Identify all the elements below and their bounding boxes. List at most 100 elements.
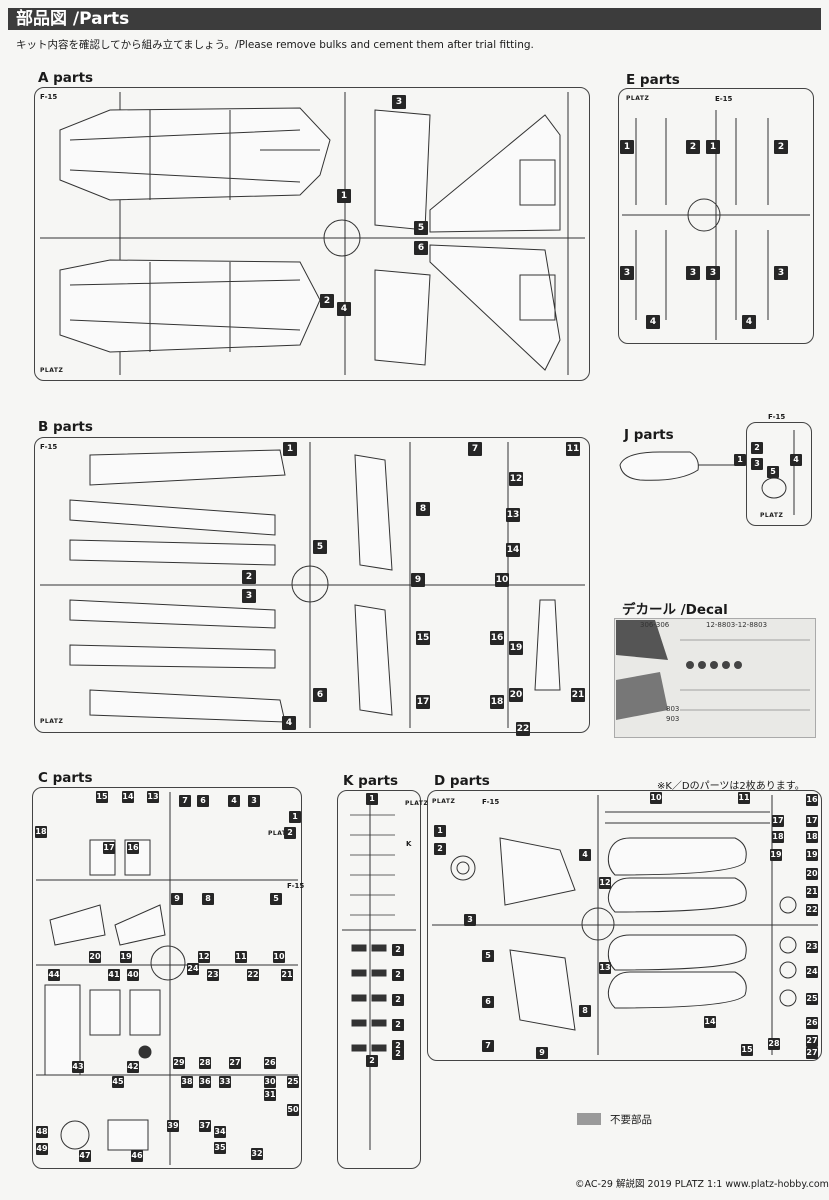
sprue-frame-k (337, 790, 421, 1169)
part-number-c4: 4 (228, 795, 240, 807)
part-number-d18b: 18 (806, 831, 818, 843)
part-number-k2a: 2 (392, 944, 404, 956)
decal-text-3: 803 (666, 705, 680, 713)
part-number-j2: 2 (751, 442, 763, 454)
part-number-b6: 6 (313, 688, 327, 702)
part-number-c49: 49 (36, 1143, 48, 1155)
part-number-d1: 1 (434, 825, 446, 837)
part-number-a2: 2 (320, 294, 334, 308)
part-number-c38: 38 (181, 1076, 193, 1088)
part-number-a3: 3 (392, 95, 406, 109)
part-number-b10: 10 (495, 573, 509, 587)
part-number-d8: 8 (579, 1005, 591, 1017)
section-label-k: K parts (343, 773, 399, 789)
part-number-c3: 3 (248, 795, 260, 807)
decal-text-4: 903 (666, 715, 680, 723)
part-number-d19a: 19 (770, 849, 782, 861)
part-number-k2d: 2 (392, 1019, 404, 1031)
part-number-k1: 1 (366, 793, 378, 805)
part-number-d17b: 17 (806, 815, 818, 827)
part-number-c31: 31 (264, 1089, 276, 1101)
part-number-d13: 13 (599, 962, 611, 974)
part-number-d4: 4 (579, 849, 591, 861)
sprue-tag-c: F-15 (287, 882, 305, 890)
part-number-a6: 6 (414, 241, 428, 255)
part-number-b5: 5 (313, 540, 327, 554)
part-number-b19: 19 (509, 641, 523, 655)
part-number-c40: 40 (127, 969, 139, 981)
part-number-e2: 2 (686, 140, 700, 154)
part-number-j1: 1 (734, 454, 746, 466)
sprue-tag-d: F-15 (482, 798, 500, 806)
part-number-d27: 27 (806, 1035, 818, 1047)
part-number-j5: 5 (767, 466, 779, 478)
part-number-c34: 34 (214, 1126, 226, 1138)
part-number-c24: 24 (187, 963, 199, 975)
part-number-d16: 16 (806, 794, 818, 806)
copyright-text: ©AC-29 解説図 2019 PLATZ 1:1 www.platz-hobb… (575, 1179, 829, 1190)
section-label-d: D parts (434, 773, 490, 789)
part-number-b22: 22 (516, 722, 530, 736)
part-number-c20: 20 (89, 951, 101, 963)
part-number-d19b: 19 (806, 849, 818, 861)
part-number-d21: 21 (806, 886, 818, 898)
title-bar (8, 8, 821, 30)
sprue-tag-a: F-15 (40, 93, 58, 101)
part-number-d28: 28 (768, 1038, 780, 1050)
part-number-c15: 15 (96, 791, 108, 803)
part-number-c13: 13 (147, 791, 159, 803)
part-number-c41: 41 (108, 969, 120, 981)
part-number-d10: 10 (650, 792, 662, 804)
part-number-e1b: 1 (706, 140, 720, 154)
part-number-b14: 14 (506, 543, 520, 557)
part-number-c5: 5 (270, 893, 282, 905)
part-number-c23: 23 (207, 969, 219, 981)
part-number-k2c: 2 (392, 994, 404, 1006)
part-number-c46: 46 (131, 1150, 143, 1162)
part-number-b7: 7 (468, 442, 482, 456)
part-number-d25: 25 (806, 993, 818, 1005)
platz-logo-c: PLATZ (268, 830, 292, 837)
platz-logo-e: PLATZ (626, 95, 650, 102)
part-number-a4: 4 (337, 302, 351, 316)
part-number-c30: 30 (264, 1076, 276, 1088)
part-number-k2g: 2 (366, 1055, 378, 1067)
part-number-c11: 11 (235, 951, 247, 963)
part-number-b3: 3 (242, 589, 256, 603)
part-number-c14: 14 (122, 791, 134, 803)
part-number-c10: 10 (273, 951, 285, 963)
part-number-b16: 16 (490, 631, 504, 645)
sprue-tag-e: E-15 (715, 95, 733, 103)
part-number-b21: 21 (571, 688, 585, 702)
part-number-e2b: 2 (774, 140, 788, 154)
part-number-j4: 4 (790, 454, 802, 466)
part-number-c36: 36 (199, 1076, 211, 1088)
section-label-decal: デカール /Decal (622, 602, 728, 618)
platz-logo-b: PLATZ (40, 718, 64, 725)
part-number-d18a: 18 (772, 831, 784, 843)
part-number-c16: 16 (127, 842, 139, 854)
part-number-a5: 5 (414, 221, 428, 235)
sprue-frame-j (746, 422, 812, 526)
unused-parts-swatch (577, 1113, 601, 1125)
section-label-j: J parts (624, 427, 674, 443)
instruction-text: キット内容を確認してから組み立てましょう。/Please remove bulk… (16, 39, 534, 51)
part-number-c33: 33 (219, 1076, 231, 1088)
part-number-c32: 32 (251, 1148, 263, 1160)
part-number-e4: 4 (646, 315, 660, 329)
platz-logo-k: PLATZ (405, 800, 429, 807)
part-number-c50: 50 (287, 1104, 299, 1116)
part-number-d14: 14 (704, 1016, 716, 1028)
part-number-c12: 12 (198, 951, 210, 963)
unused-parts-label: 不要部品 (610, 1114, 652, 1126)
part-number-b1: 1 (283, 442, 297, 456)
part-number-d12: 12 (599, 877, 611, 889)
part-number-e4b: 4 (742, 315, 756, 329)
part-number-b9: 9 (411, 573, 425, 587)
part-number-b15: 15 (416, 631, 430, 645)
sprue-tag-j: F-15 (768, 413, 786, 421)
part-number-b8: 8 (416, 502, 430, 516)
decal-text-1: 306-306 (640, 621, 670, 629)
